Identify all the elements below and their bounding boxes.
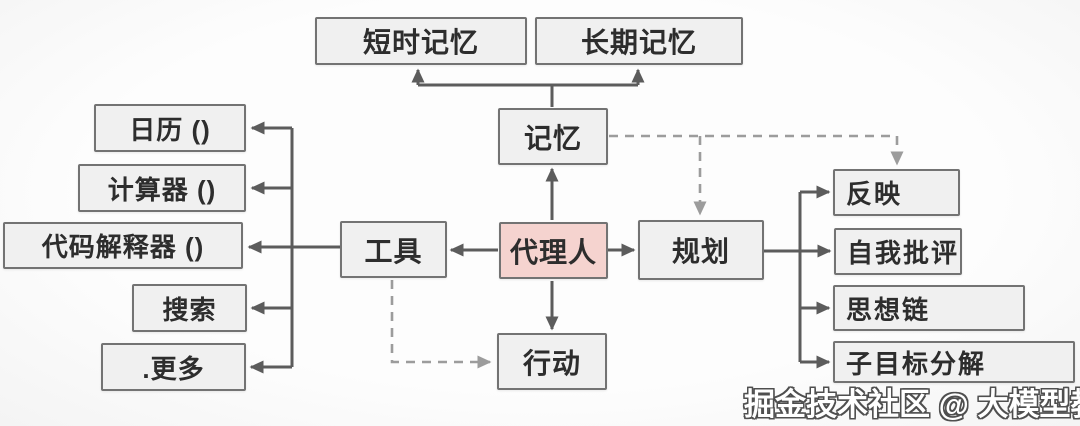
memory-to-memories-connector <box>411 68 645 107</box>
node-action: 行动 <box>497 333 607 390</box>
memory-dashed-links <box>609 134 904 216</box>
node-more: .更多 <box>101 343 246 391</box>
planning-fanout-connector <box>764 185 832 369</box>
node-long-term-memory: 长期记忆 <box>535 17 743 65</box>
tools-action-dashed-link <box>390 280 492 369</box>
node-calendar: 日历 () <box>94 104 246 152</box>
node-planning: 规划 <box>638 220 764 280</box>
node-subgoal-decomposition: 子目标分解 <box>833 341 1075 383</box>
watermark-text: 掘金技术社区 @ 大模型教程 <box>744 387 1080 422</box>
node-calculator: 计算器 () <box>78 164 246 212</box>
tools-fanout-connector <box>247 121 340 374</box>
node-short-term-memory: 短时记忆 <box>315 17 527 65</box>
node-agent: 代理人 <box>499 222 608 279</box>
node-self-criticism: 自我批评 <box>834 228 962 275</box>
node-tools: 工具 <box>340 221 447 278</box>
node-chain-of-thought: 思想链 <box>833 285 1025 331</box>
agent-arrows <box>449 167 636 331</box>
node-reflection: 反映 <box>833 169 960 216</box>
node-search: 搜索 <box>132 284 247 332</box>
node-memory: 记忆 <box>498 108 608 165</box>
node-code-interpreter: 代码解释器 () <box>3 222 243 269</box>
